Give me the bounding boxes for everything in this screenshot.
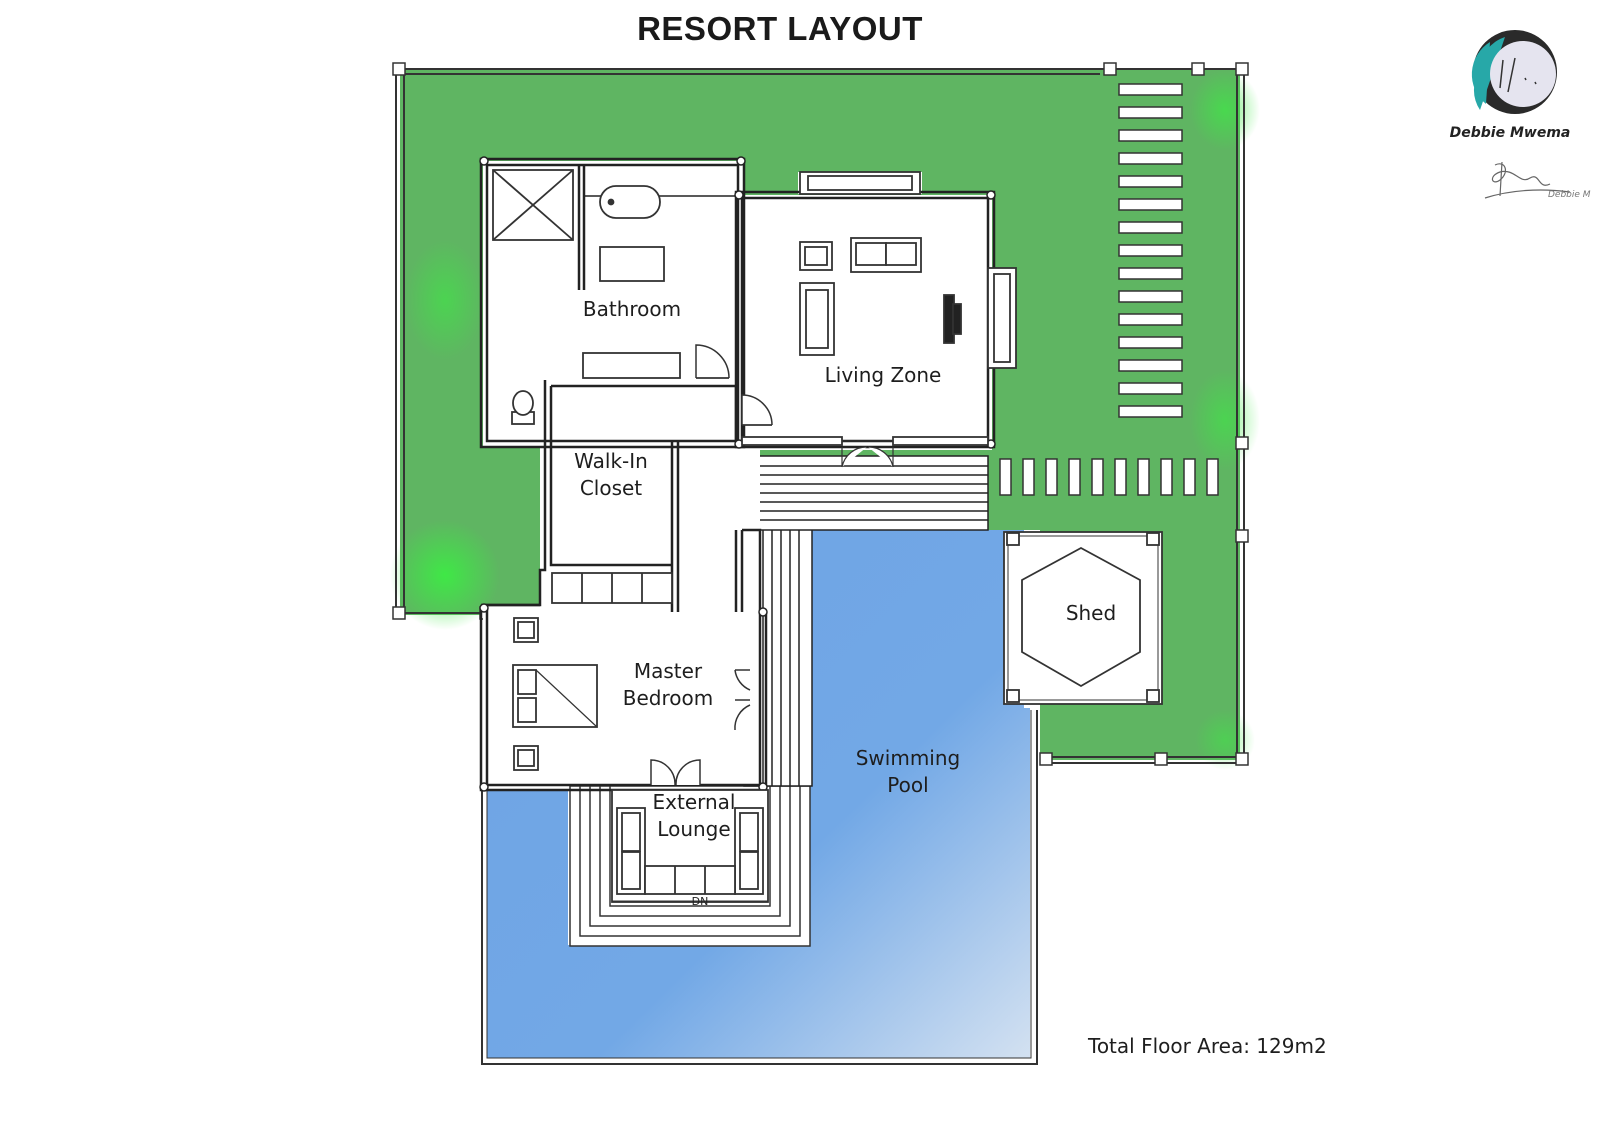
label-master-line2: Bedroom (623, 686, 713, 710)
page-title: RESORT LAYOUT (637, 10, 923, 47)
signature (1484, 161, 1571, 199)
label-bathroom: Bathroom (583, 297, 681, 321)
living-deck (739, 455, 989, 531)
bedroom-fixtures (512, 572, 751, 786)
label-master-line1: Master (634, 659, 703, 683)
bathroom-fixtures (492, 169, 730, 425)
stepping-stones-vertical (1118, 83, 1183, 418)
label-closet-line2: Closet (580, 476, 642, 500)
perimeter-fence (392, 62, 1249, 766)
label-lounge-line1: External (653, 790, 736, 814)
label-closet-line1: Walk-In (574, 449, 648, 473)
toilet-icon (512, 390, 534, 416)
room-labels: Bathroom Living Zone Walk-In Closet Mast… (574, 297, 1116, 908)
total-floor-area: Total Floor Area: 129m2 (1088, 1034, 1327, 1058)
swimming-pool (481, 530, 1038, 1065)
label-pool-line2: Pool (887, 773, 928, 797)
author-name: Debbie Mwema (1449, 125, 1571, 141)
lounge-sofa-bottom (644, 865, 736, 895)
label-living-zone: Living Zone (825, 363, 942, 387)
author-logo (1471, 30, 1557, 114)
living-fixtures (741, 171, 1017, 468)
bathtub-icon (599, 185, 661, 219)
external-lounge (611, 789, 769, 903)
shed (1003, 531, 1163, 705)
bench-icon (582, 352, 681, 379)
label-stairs-down: DN (692, 895, 709, 908)
label-shed: Shed (1066, 601, 1116, 625)
signature-text: Debbie M (1548, 190, 1591, 200)
label-pool-line1: Swimming (856, 746, 961, 770)
gazebo-hexagon (1021, 546, 1141, 688)
vanity-icon (599, 246, 665, 282)
stepping-stones-horizontal (999, 458, 1219, 496)
label-lounge-line2: Lounge (657, 817, 730, 841)
